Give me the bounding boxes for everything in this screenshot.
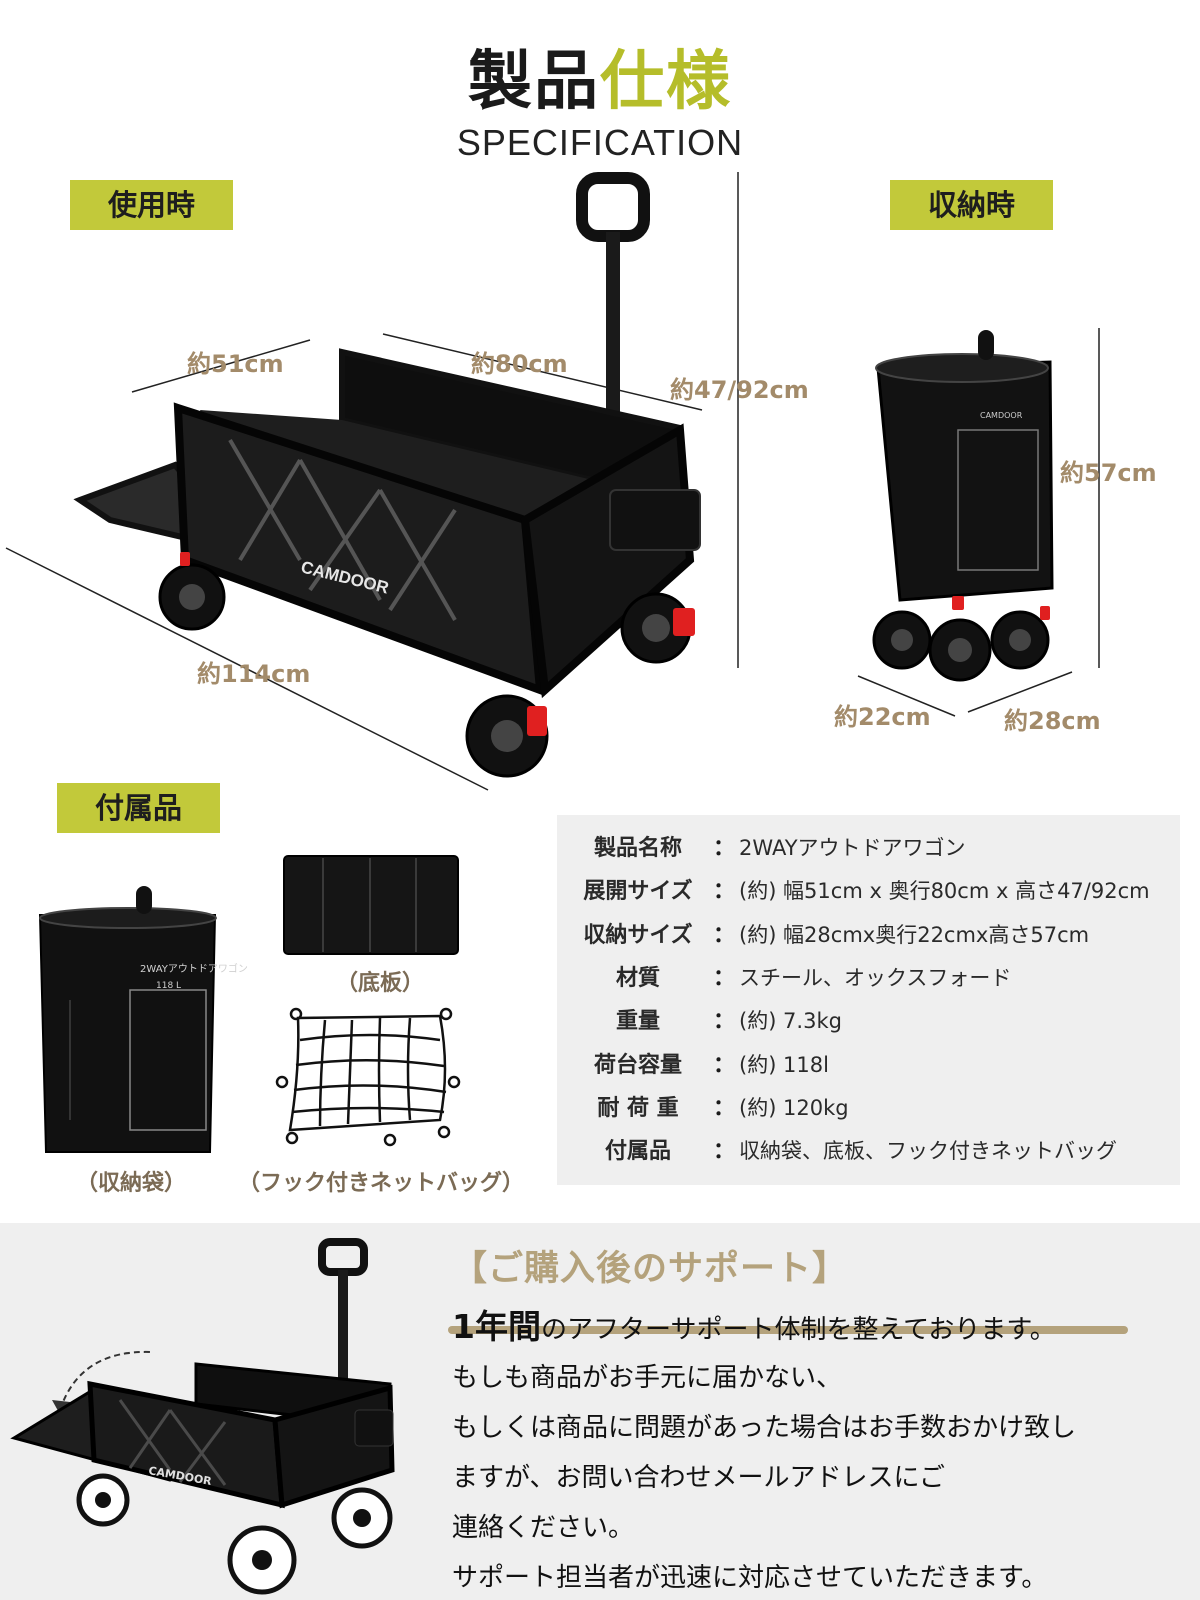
spec-colon: ： xyxy=(713,965,736,991)
tag-accessories: 付属品 xyxy=(57,783,220,833)
support-line-3: もしくは商品に問題があった場合はお手数おかけ致し xyxy=(452,1413,1077,1443)
spec-row: 製品名称 ：2WAYアウトドアワゴン xyxy=(557,827,1180,870)
support-underline xyxy=(448,1326,1128,1334)
spec-value: 2WAYアウトドアワゴン xyxy=(739,836,966,860)
spec-table xyxy=(557,815,1180,1185)
spec-row: 荷台容量 ：(約) 118l xyxy=(557,1044,1180,1087)
support-line-6: サポート担当者が迅速に対応させていただきます。 xyxy=(452,1563,1048,1593)
support-title: 【ご購入後のサポート】 xyxy=(452,1249,849,1289)
spec-label: 製品名称 xyxy=(593,836,682,861)
dim-open-length: 約114cm xyxy=(197,660,311,688)
dim-folded-height: 約57cm xyxy=(1060,459,1157,487)
spec-value: (約) 幅28cmx奥行22cmx高さ57cm xyxy=(739,922,1090,947)
dim-open-width: 約51cm xyxy=(187,350,284,378)
wagon-folded-image: CAMDOOR xyxy=(857,328,1100,717)
spec-row: 収納サイズ ：(約) 幅28cmx奥行22cmx高さ57cm xyxy=(557,914,1180,957)
spec-colon: ： xyxy=(713,836,736,861)
spec-value: スチール、オックスフォード xyxy=(739,965,1012,990)
wagon-open-image: CAMDOOR xyxy=(5,172,739,791)
spec-value: (約) 120kg xyxy=(739,1095,849,1120)
wagon-support-image: CAMDOOR xyxy=(10,1238,395,1595)
spec-row: 重量 ：(約) 7.3kg xyxy=(557,1000,1180,1043)
support-line-2: もしも商品がお手元に届かない、 xyxy=(452,1363,843,1393)
spec-colon: ： xyxy=(713,922,736,948)
page-title: 製品仕様 xyxy=(0,44,1200,120)
bottom-board-image xyxy=(283,855,459,955)
title-black: 製品 xyxy=(468,45,600,119)
spec-label: 耐 荷 重 xyxy=(597,1095,679,1121)
support-highlight: 1年間 xyxy=(452,1307,541,1346)
spec-label: 荷台容量 xyxy=(593,1052,682,1078)
dim-folded-depth: 約22cm xyxy=(834,703,931,731)
spec-label: 付属品 xyxy=(604,1139,671,1165)
spec-value: (約) 幅51cm x 奥行80cm x 高さ47/92cm xyxy=(739,879,1150,904)
spec-row: 付属品 ：収納袋、底板、フック付きネットバッグ xyxy=(557,1130,1180,1173)
storage-bag-image: 2WAYアウトドアワゴン 118 L xyxy=(38,886,248,1153)
spec-row: 耐 荷 重 ：(約) 120kg xyxy=(557,1087,1180,1130)
support-line-1-rest: のアフターサポート体制を整えております。 xyxy=(540,1315,1056,1345)
spec-colon: ： xyxy=(713,1095,736,1121)
caption-storage-bag: （収納袋） xyxy=(76,1171,187,1196)
spec-row: 展開サイズ ：(約) 幅51cm x 奥行80cm x 高さ47/92cm xyxy=(557,870,1180,913)
dim-open-height: 約47/92cm xyxy=(670,376,809,404)
dim-folded-width: 約28cm xyxy=(1004,707,1101,735)
support-line-1: 1年間のアフターサポート体制を整えております。 xyxy=(452,1300,1056,1348)
spec-label: 材質 xyxy=(615,965,660,991)
spec-colon: ： xyxy=(713,1052,736,1078)
tag-in-use: 使用時 xyxy=(70,180,233,230)
folded-bag-brand: CAMDOOR xyxy=(980,411,1023,420)
spec-colon: ： xyxy=(713,1009,736,1035)
spec-value: (約) 118l xyxy=(739,1052,829,1077)
page-subtitle: SPECIFICATION xyxy=(456,122,744,163)
spec-colon: ： xyxy=(713,879,736,905)
spec-colon: ： xyxy=(713,1139,736,1165)
spec-label: 重量 xyxy=(615,1009,660,1035)
caption-net-bag: （フック付きネットバッグ） xyxy=(238,1171,525,1196)
spec-value: 収納袋、底板、フック付きネットバッグ xyxy=(739,1139,1117,1164)
title-accent: 仕様 xyxy=(600,45,732,119)
support-line-5: 連絡ください。 xyxy=(452,1513,635,1543)
storage-bag-capacity: 118 L xyxy=(156,981,181,991)
dim-open-depth: 約80cm xyxy=(471,350,568,378)
net-bag-image xyxy=(275,1007,461,1147)
tag-stored: 収納時 xyxy=(890,180,1053,230)
spec-label: 展開サイズ xyxy=(583,879,693,905)
caption-bottom-board: （底板） xyxy=(336,971,425,996)
spec-label: 収納サイズ xyxy=(583,922,693,948)
support-line-4: ますが、お問い合わせメールアドレスにご xyxy=(452,1463,945,1493)
spec-row: 材質 ：スチール、オックスフォード xyxy=(557,957,1180,1000)
spec-value: (約) 7.3kg xyxy=(739,1009,842,1034)
storage-bag-print: 2WAYアウトドアワゴン xyxy=(140,962,248,975)
